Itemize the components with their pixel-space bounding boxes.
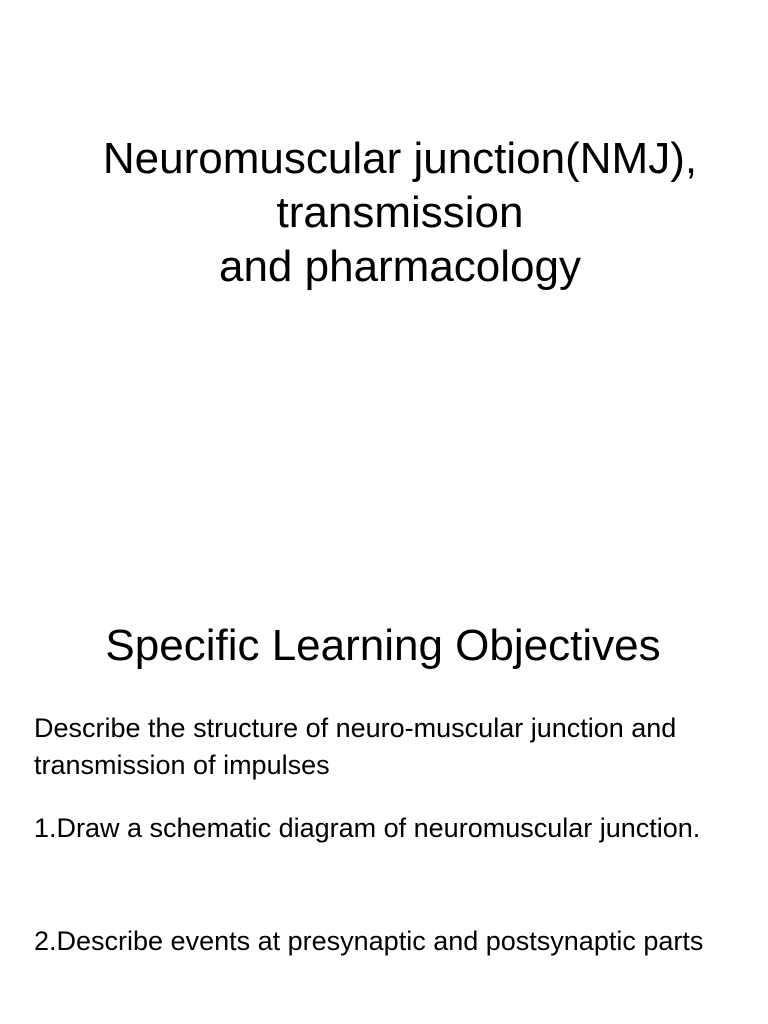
title-line-3: and pharmacology <box>218 242 581 291</box>
objectives-slide: Specific Learning Objectives Describe th… <box>0 560 768 1024</box>
title-slide: Neuromuscular junction(NMJ), transmissio… <box>0 132 768 294</box>
objectives-intro: Describe the structure of neuro-muscular… <box>34 713 677 780</box>
objective-item-1: 1.Draw a schematic diagram of neuromuscu… <box>34 813 701 843</box>
title-line-2: transmission <box>276 188 524 237</box>
objectives-heading: Specific Learning Objectives <box>105 621 661 670</box>
presentation-title: Neuromuscular junction(NMJ), transmissio… <box>0 132 768 294</box>
objective-item-2: 2.Describe events at presynaptic and pos… <box>34 926 704 956</box>
title-line-1: Neuromuscular junction(NMJ), <box>102 134 698 183</box>
